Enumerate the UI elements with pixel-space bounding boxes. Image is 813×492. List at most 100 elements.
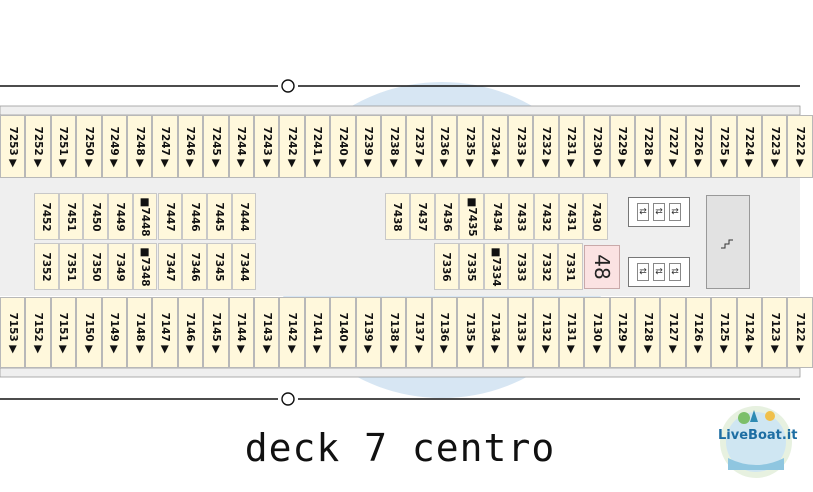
inner-cabin-cell[interactable]: 7352 bbox=[34, 243, 59, 290]
cabin-cell[interactable]: 7247 ▶ bbox=[152, 115, 178, 178]
inner-cabin-cell[interactable]: 7444 bbox=[231, 193, 257, 240]
cabin-cell[interactable]: 7135 ▶ bbox=[457, 297, 483, 368]
cabin-cell[interactable]: 7235 ▶ bbox=[457, 115, 483, 178]
cabin-cell[interactable]: 7131 ▶ bbox=[558, 297, 585, 368]
cabin-cell[interactable]: 7246 ▶ bbox=[177, 115, 204, 178]
cabin-cell[interactable]: 7139 ▶ bbox=[355, 297, 381, 368]
cabin-cell[interactable]: 7141 ▶ bbox=[304, 297, 331, 368]
cabin-cell[interactable]: 7241 ▶ bbox=[304, 115, 331, 178]
inner-cabin-cell[interactable]: 7438 bbox=[385, 193, 410, 240]
cabin-cell[interactable]: 7251 ▶ bbox=[50, 115, 77, 178]
inner-cabin-cell[interactable]: 7449 bbox=[108, 193, 133, 240]
cabin-cell[interactable]: 7150 ▶ bbox=[76, 297, 102, 368]
cabin-cell[interactable]: 7147 ▶ bbox=[152, 297, 178, 368]
inner-cabin-cell[interactable]: 7345 bbox=[206, 243, 232, 290]
inner-cabin-cell[interactable]: 7433 bbox=[509, 193, 534, 240]
cabin-cell[interactable]: 7224 ▶ bbox=[736, 115, 762, 178]
cabin-cell[interactable]: 7222 ▶ bbox=[787, 115, 813, 178]
inner-cabin-cell[interactable]: 7346 bbox=[182, 243, 207, 290]
cabin-cell[interactable]: 7233 ▶ bbox=[508, 115, 534, 178]
inner-cabin-cell[interactable]: 7431 bbox=[558, 193, 584, 240]
cabin-cell[interactable]: 7146 ▶ bbox=[177, 297, 204, 368]
cabin-cell[interactable]: 7137 ▶ bbox=[406, 297, 432, 368]
inner-cabin-cell[interactable]: 7445 bbox=[206, 193, 232, 240]
inner-cabin-cell[interactable]: 7333 bbox=[508, 243, 534, 290]
cabin-cell[interactable]: 7148 ▶ bbox=[127, 297, 153, 368]
inner-cabin-cell[interactable]: ■7348 bbox=[132, 243, 158, 290]
cabin-cell[interactable]: 7243 ▶ bbox=[254, 115, 280, 178]
cabin-cell[interactable]: 7236 ▶ bbox=[431, 115, 458, 178]
cabin-cell[interactable]: 7142 ▶ bbox=[279, 297, 305, 368]
cabin-cell[interactable]: 7249 ▶ bbox=[101, 115, 127, 178]
inner-cabin-cell[interactable]: 7436 bbox=[434, 193, 460, 240]
inner-cabin-cell[interactable]: 7451 bbox=[58, 193, 84, 240]
inner-cabin-cell[interactable]: 7344 bbox=[231, 243, 257, 290]
cabin-cell[interactable]: 7130 ▶ bbox=[584, 297, 610, 368]
cabin-cell[interactable]: 7232 ▶ bbox=[533, 115, 559, 178]
inner-cabin-cell[interactable]: 7349 bbox=[108, 243, 133, 290]
cabin-cell[interactable]: 7138 ▶ bbox=[381, 297, 407, 368]
inner-cabin-cell[interactable]: 7350 bbox=[83, 243, 109, 290]
cabin-cell[interactable]: 7144 ▶ bbox=[228, 297, 254, 368]
cabin-cell[interactable]: 7237 ▶ bbox=[406, 115, 432, 178]
cabin-cell[interactable]: 7123 ▶ bbox=[762, 297, 788, 368]
cabin-cell[interactable]: 7126 ▶ bbox=[685, 297, 712, 368]
cabin-cell[interactable]: 7122 ▶ bbox=[787, 297, 813, 368]
cabin-cell[interactable]: 7140 ▶ bbox=[330, 297, 356, 368]
cabin-cell[interactable]: 7253 ▶ bbox=[0, 115, 26, 178]
cabin-cell[interactable]: 7128 ▶ bbox=[635, 297, 661, 368]
inner-cabin-cell[interactable]: ■7435 bbox=[459, 193, 485, 240]
inner-cabin-cell[interactable]: ■7448 bbox=[132, 193, 158, 240]
cabin-cell[interactable]: 7149 ▶ bbox=[101, 297, 127, 368]
inner-cabin-cell[interactable]: 7432 bbox=[533, 193, 559, 240]
cabin-cell[interactable]: 7223 ▶ bbox=[762, 115, 788, 178]
inner-cabin-cell[interactable]: 7430 bbox=[583, 193, 609, 240]
cabin-cell[interactable]: 7234 ▶ bbox=[482, 115, 508, 178]
cabin-cell[interactable]: 7245 ▶ bbox=[203, 115, 229, 178]
inner-cabin-cell[interactable]: ■7334 bbox=[483, 243, 509, 290]
inner-cabin-cell[interactable]: 7351 bbox=[58, 243, 84, 290]
cabin-cell[interactable]: 7134 ▶ bbox=[482, 297, 508, 368]
cabin-cell[interactable]: 7226 ▶ bbox=[685, 115, 712, 178]
cabin-cell[interactable]: 7151 ▶ bbox=[50, 297, 77, 368]
cabin-cell[interactable]: 7238 ▶ bbox=[381, 115, 407, 178]
inner-cabin-cell[interactable]: 7450 bbox=[83, 193, 109, 240]
cabin-cell[interactable]: 7240 ▶ bbox=[330, 115, 356, 178]
cabin-cell[interactable]: 7248 ▶ bbox=[127, 115, 153, 178]
cabin-number: 7125 ▶ bbox=[717, 312, 730, 353]
inner-cabin-cell[interactable]: 7447 bbox=[157, 193, 183, 240]
cabin-cell[interactable]: 7143 ▶ bbox=[254, 297, 280, 368]
cabin-cell[interactable]: 7230 ▶ bbox=[584, 115, 610, 178]
cabin-cell[interactable]: 7125 ▶ bbox=[711, 297, 737, 368]
cabin-cell[interactable]: 7136 ▶ bbox=[431, 297, 458, 368]
cabin-cell[interactable]: 7133 ▶ bbox=[508, 297, 534, 368]
inner-cabin-cell[interactable]: 7446 bbox=[182, 193, 207, 240]
cabin-cell[interactable]: 7250 ▶ bbox=[76, 115, 102, 178]
cabin-cell[interactable]: 7229 ▶ bbox=[609, 115, 635, 178]
inner-cabin-cell[interactable]: 7452 bbox=[34, 193, 59, 240]
cabin-cell[interactable]: 7153 ▶ bbox=[0, 297, 26, 368]
inner-cabin-cell[interactable]: 7437 bbox=[409, 193, 435, 240]
cabin-cell[interactable]: 7244 ▶ bbox=[228, 115, 254, 178]
cabin-cell[interactable]: 7228 ▶ bbox=[635, 115, 661, 178]
inner-cabin-cell[interactable]: 7336 bbox=[434, 243, 459, 290]
inner-cabin-cell[interactable]: 7434 bbox=[484, 193, 509, 240]
inner-cabin-cell[interactable]: 7335 bbox=[458, 243, 484, 290]
cabin-cell[interactable]: 7252 ▶ bbox=[25, 115, 51, 178]
inner-cabin-cell[interactable]: 7347 bbox=[157, 243, 183, 290]
inner-cabin-cell[interactable]: 7331 bbox=[558, 243, 583, 290]
cabin-number: 7430 bbox=[589, 201, 602, 232]
cabin-cell[interactable]: 7145 ▶ bbox=[203, 297, 229, 368]
cabin-cell[interactable]: 7239 ▶ bbox=[355, 115, 381, 178]
cabin-cell[interactable]: 7242 ▶ bbox=[279, 115, 305, 178]
cabin-cell[interactable]: 7152 ▶ bbox=[25, 297, 51, 368]
inner-cabin-cell[interactable]: 7332 bbox=[533, 243, 558, 290]
cabin-cell[interactable]: 7231 ▶ bbox=[558, 115, 585, 178]
cabin-number: 7244 ▶ bbox=[235, 126, 248, 167]
cabin-cell[interactable]: 7225 ▶ bbox=[711, 115, 737, 178]
cabin-cell[interactable]: 7227 ▶ bbox=[660, 115, 686, 178]
cabin-cell[interactable]: 7129 ▶ bbox=[609, 297, 635, 368]
cabin-cell[interactable]: 7124 ▶ bbox=[736, 297, 762, 368]
cabin-cell[interactable]: 7132 ▶ bbox=[533, 297, 559, 368]
cabin-cell[interactable]: 7127 ▶ bbox=[660, 297, 686, 368]
